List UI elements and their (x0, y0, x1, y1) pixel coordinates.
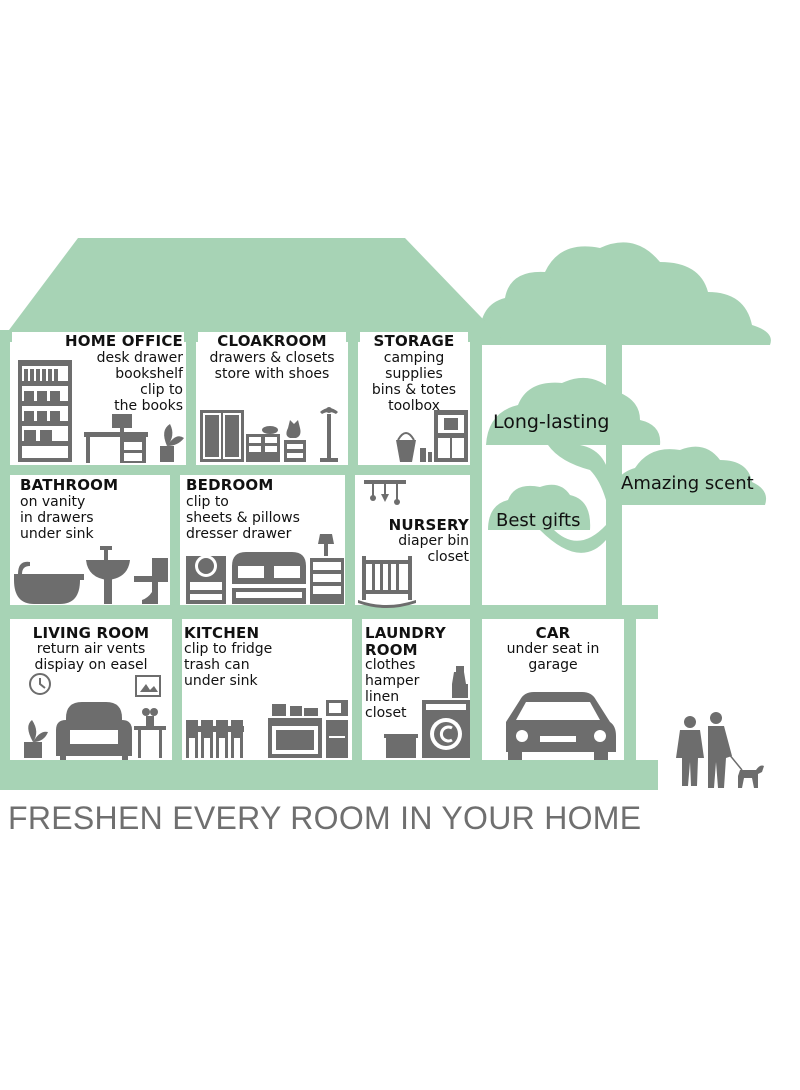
armchair-icon (56, 702, 132, 760)
room-items-home-office: desk drawer bookshelf clip to the books (96, 350, 183, 414)
room-items-bedroom: clip to sheets & pillows dresser drawer (186, 494, 300, 542)
room-title-bedroom: BEDROOM (186, 476, 274, 494)
room-items-kitchen: clip to fridge trash can under sink (184, 641, 273, 689)
coat-rack-icon (320, 407, 338, 462)
storage-cabinet-icon (434, 410, 468, 462)
fridge-icon (326, 720, 348, 758)
room-title-kitchen: KITCHEN (184, 624, 260, 642)
house (0, 238, 658, 790)
microwave-icon (326, 700, 348, 716)
room-title-home-office: HOME OFFICE (65, 332, 183, 350)
tree (479, 242, 771, 608)
car-icon (506, 692, 616, 760)
room-items-storage: camping supplies bins & totes toolbox (371, 350, 457, 414)
tree-label-best-gifts: Best gifts (496, 510, 581, 531)
room-title-laundry-room: LAUNDRY ROOM (365, 624, 446, 659)
room-title-living-room: LIVING ROOM (32, 624, 150, 642)
lamp-icon (318, 534, 334, 556)
mobile-icon (364, 480, 406, 505)
cat-icon (284, 420, 306, 462)
room-items-nursery: diaper bin closet (398, 533, 469, 565)
dog-icon (723, 747, 764, 788)
couple-icon (676, 712, 732, 788)
room-title-cloakroom: CLOAKROOM (217, 332, 327, 350)
room-items-cloakroom: drawers & closets store with shoes (209, 350, 335, 382)
laundry-basket-icon (384, 734, 418, 758)
detergent-icon (452, 666, 468, 698)
crib-icon (358, 556, 416, 608)
washing-machine-icon (422, 700, 470, 758)
toilet-icon (132, 558, 168, 604)
dresser-icon (246, 426, 280, 462)
bathtub-icon (14, 561, 84, 604)
stove-icon (268, 704, 322, 758)
desk-icon (84, 414, 148, 463)
plant-icon (24, 720, 48, 758)
tree-label-long-lasting: Long-lasting (493, 411, 610, 433)
room-title-storage: STORAGE (373, 332, 455, 350)
wardrobe-icon (200, 410, 244, 462)
bed-icon (232, 552, 306, 604)
room-items-living-room: return air vents dispiay on easel (34, 641, 148, 673)
nightstand-icon (310, 558, 344, 604)
room-title-car: CAR (535, 624, 571, 642)
side-table-icon (134, 708, 166, 758)
tagline: FRESHEN EVERY ROOM IN YOUR HOME (8, 800, 642, 836)
sink-icon (86, 546, 130, 604)
room-items-car: under seat in garage (506, 641, 600, 673)
mirror-icon (186, 555, 226, 604)
tree-label-amazing-scent: Amazing scent (621, 473, 754, 494)
plant-icon (160, 424, 184, 462)
bucket-icon (396, 432, 432, 462)
room-title-nursery: NURSERY (388, 516, 469, 534)
dining-chairs-icon (186, 720, 244, 758)
bookshelf-icon (18, 360, 72, 462)
room-items-laundry-room: clothes hamper linen closet (365, 657, 420, 721)
room-items-bathroom: on vanity in drawers under sink (20, 494, 94, 542)
room-title-bathroom: BATHROOM (20, 476, 119, 494)
picture-icon (135, 675, 161, 697)
clock-icon (29, 673, 51, 695)
